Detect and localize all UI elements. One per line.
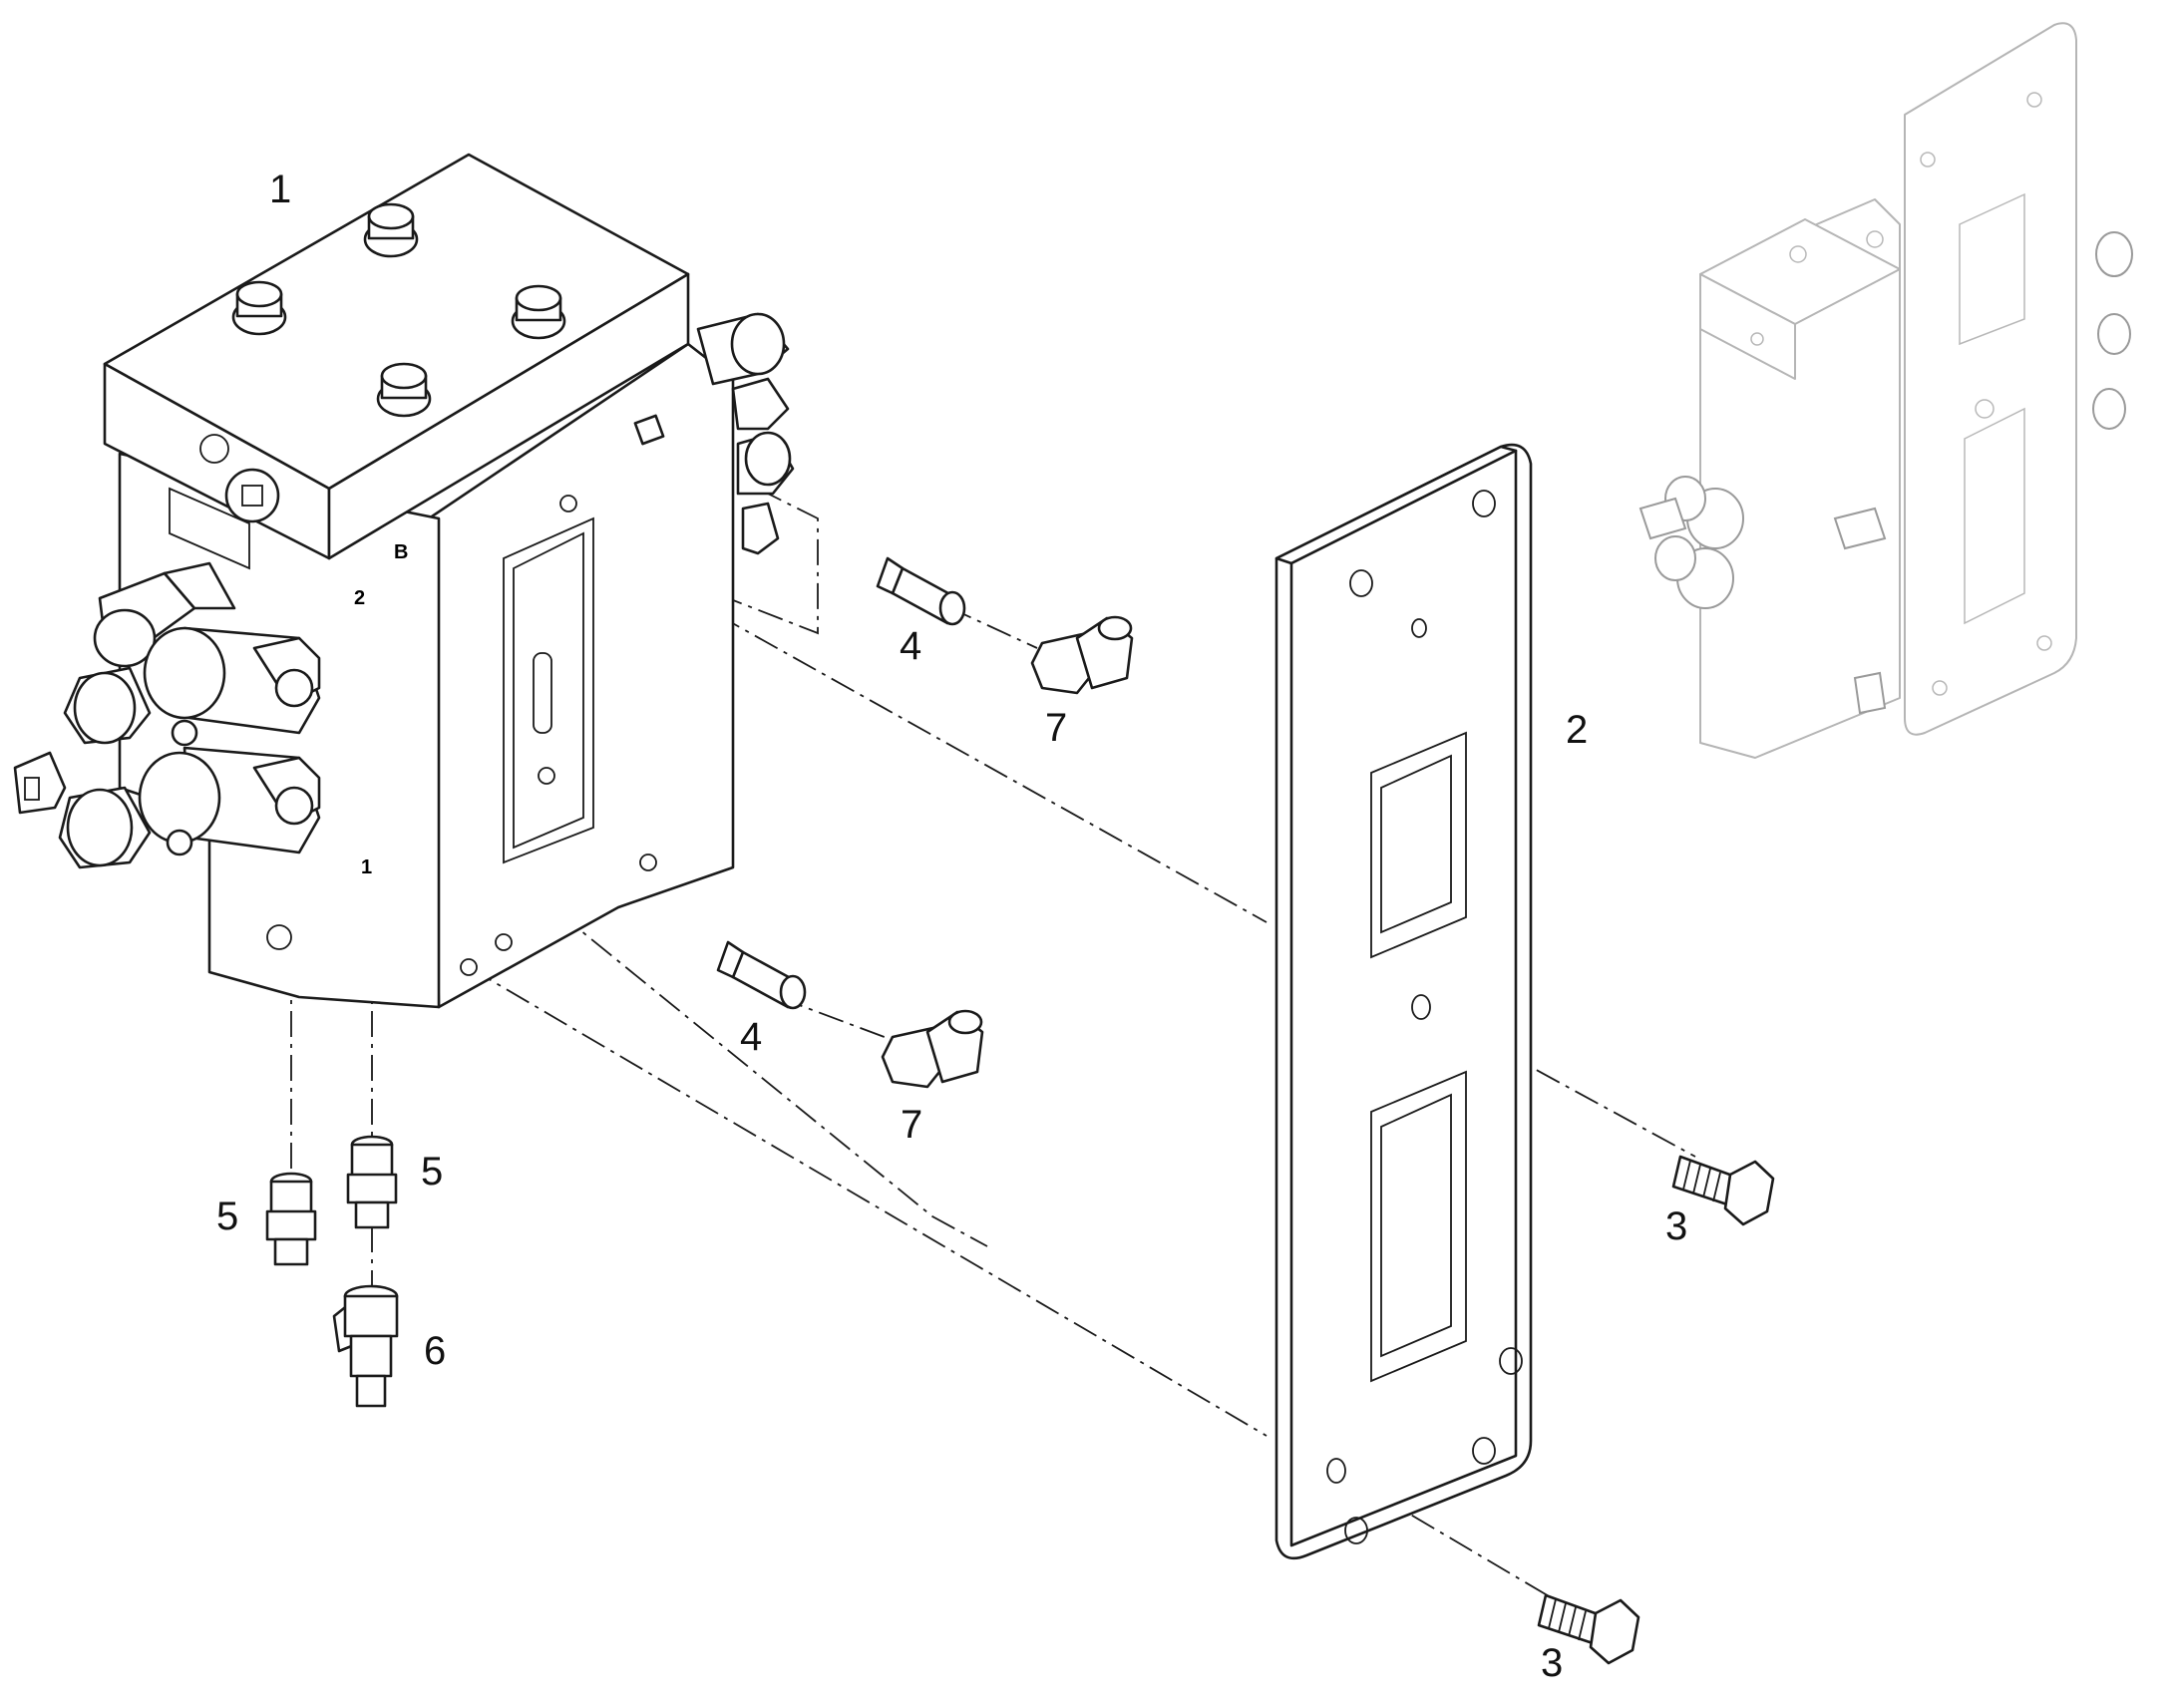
port-mark-2: 2	[354, 587, 365, 609]
straight-fitting-upper	[876, 556, 966, 626]
callout-4-upper: 4	[900, 624, 922, 668]
callout-4-lower: 4	[740, 1015, 763, 1059]
bottom-fitting-right	[346, 1135, 398, 1229]
callout-5-right: 5	[421, 1150, 444, 1194]
elbow-fitting-lower	[881, 1009, 984, 1089]
callout-7-lower: 7	[901, 1103, 923, 1147]
bottom-fitting-left	[265, 1172, 317, 1266]
tee-fitting	[332, 1284, 399, 1408]
hex-bolt-lower	[1537, 1593, 1640, 1665]
hex-bolt-upper	[1671, 1155, 1775, 1226]
callout-3-upper: 3	[1665, 1204, 1688, 1248]
side-fittings	[633, 312, 795, 555]
callout-1: 1	[269, 168, 292, 211]
port-mark-b: B	[394, 541, 408, 563]
callout-5-left: 5	[216, 1195, 239, 1238]
callout-6: 6	[424, 1329, 447, 1373]
straight-fitting-lower	[716, 940, 807, 1010]
port-mark-1: 1	[361, 856, 372, 878]
assembled-overview	[1638, 22, 2133, 759]
solenoid-cartridges	[13, 561, 321, 869]
cover-bolts	[231, 202, 566, 418]
callout-3-lower: 3	[1541, 1641, 1564, 1685]
callout-7-upper: 7	[1045, 706, 1068, 750]
callout-2: 2	[1566, 708, 1589, 752]
adapter-plate	[1274, 443, 1533, 1560]
control-valve-block: 1 2 B	[13, 153, 795, 1009]
elbow-fitting-upper	[1030, 615, 1134, 695]
